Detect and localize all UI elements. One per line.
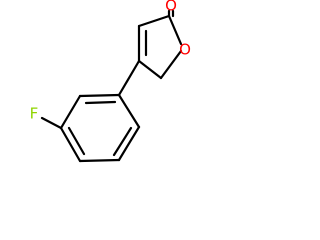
molecule-drawing: F O O [30,0,191,163]
fluorine-bond [40,116,63,130]
furanone-bond-c5-c6 [137,14,171,28]
structure-canvas: F O O [29,0,191,163]
ring-oxygen-label: O [179,41,191,59]
furanone-bond-c6-ring-o [167,14,183,46]
benzene-bond-5 [59,126,82,163]
benzene-bond-1 [78,93,121,98]
benzene-double-bond-2 [112,126,133,157]
furanone-bond-ch2-c4 [137,59,163,80]
carbonyl-oxygen-label: O [165,0,177,15]
furanone-bond-ring-o-ch2 [159,49,183,80]
aryl-furanone-bond [117,59,141,97]
benzene-double-bond-3 [67,126,86,156]
benzene-bond-3 [117,125,141,162]
benzene-bond-4 [78,158,121,163]
benzene-bond-6 [59,94,82,130]
benzene-double-bond-1 [84,100,117,105]
fluorine-label: F [30,105,39,123]
benzene-bond-2 [117,93,141,129]
